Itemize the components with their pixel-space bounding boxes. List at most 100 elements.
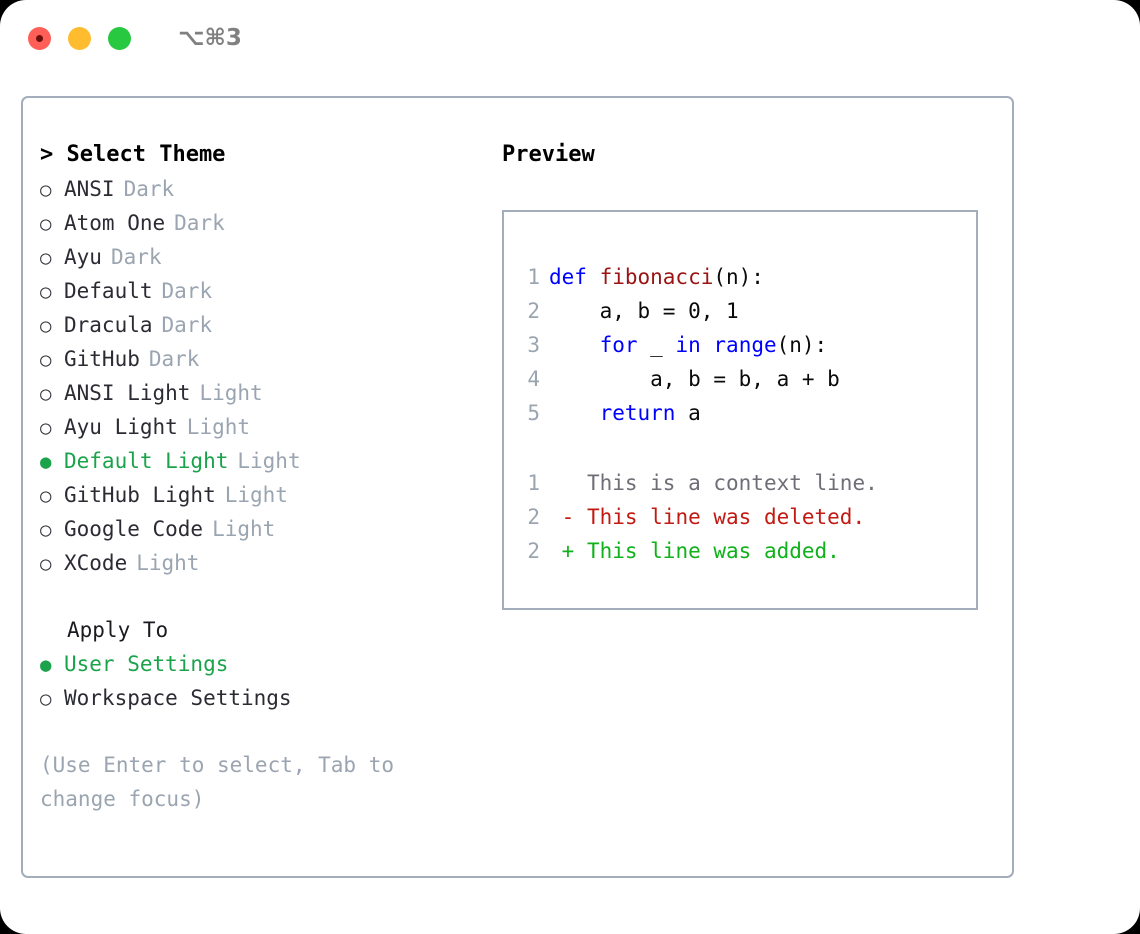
- code-token: _: [637, 333, 676, 357]
- theme-option-tag: Dark: [123, 177, 175, 201]
- radio-unselected-icon[interactable]: ○: [40, 349, 52, 371]
- code-line-number: 3: [527, 333, 540, 357]
- code-line-number: 5: [527, 401, 540, 425]
- theme-option-name: Dracula: [64, 313, 153, 337]
- radio-selected-icon[interactable]: ●: [40, 451, 52, 473]
- code-token: (n):: [776, 333, 828, 357]
- theme-option-row[interactable]: ○ ANSI Dark: [40, 172, 510, 206]
- diff-line-number: 2: [527, 505, 540, 529]
- radio-unselected-icon[interactable]: ○: [40, 417, 52, 439]
- code-line: 4 a, b = b, a + b: [518, 362, 840, 396]
- theme-option-row[interactable]: ● Default Light Light: [40, 444, 510, 478]
- theme-option-tag: Dark: [174, 211, 225, 235]
- diff-marker: +: [549, 539, 587, 563]
- code-token: a, b = 0, 1: [549, 299, 739, 323]
- apply-to-heading: Apply To: [67, 618, 169, 642]
- diff-line: 2 + This line was added.: [518, 534, 878, 568]
- theme-option-row[interactable]: ○ Atom One Dark: [40, 206, 510, 240]
- theme-option-name: ANSI: [64, 177, 115, 201]
- zoom-button-icon[interactable]: [108, 26, 131, 50]
- theme-option-row[interactable]: ○ XCode Light: [40, 546, 510, 580]
- title-bar: ⌥⌘3: [0, 0, 1140, 76]
- close-button-icon[interactable]: [28, 26, 51, 50]
- code-token: [549, 401, 600, 425]
- keyboard-shortcut-label: ⌥⌘3: [178, 25, 242, 51]
- radio-unselected-icon[interactable]: ○: [40, 247, 52, 269]
- theme-option-name: Default Light: [64, 449, 229, 473]
- theme-option-name: GitHub Light: [64, 483, 216, 507]
- code-line: 5 return a: [518, 396, 840, 430]
- code-token: def: [549, 265, 600, 289]
- radio-unselected-icon[interactable]: ○: [40, 179, 52, 201]
- code-token: return: [599, 401, 676, 425]
- apply-to-list[interactable]: ● User Settings ○Workspace Settings: [40, 647, 510, 715]
- minimize-button-icon[interactable]: [68, 26, 91, 50]
- theme-option-name: XCode: [64, 551, 128, 575]
- theme-option-row[interactable]: ○ Default Dark: [40, 274, 510, 308]
- radio-selected-icon[interactable]: ●: [40, 654, 52, 676]
- code-line-number: 4: [527, 367, 540, 391]
- theme-option-name: Atom One: [64, 211, 166, 235]
- diff-line-number: 1: [527, 471, 540, 495]
- code-token: a, b = b, a + b: [549, 367, 840, 391]
- radio-unselected-icon[interactable]: ○: [40, 519, 52, 541]
- radio-unselected-icon[interactable]: ○: [40, 213, 52, 235]
- theme-option-name: Google Code: [64, 517, 204, 541]
- diff-marker: [549, 471, 587, 495]
- code-token: (n):: [713, 265, 764, 289]
- apply-to-option-row[interactable]: ○Workspace Settings: [40, 681, 510, 715]
- code-line: 2 a, b = 0, 1: [518, 294, 840, 328]
- diff-text: This line was added.: [586, 539, 840, 563]
- radio-unselected-icon[interactable]: ○: [40, 688, 52, 710]
- theme-option-tag: Dark: [148, 347, 200, 371]
- code-token: for: [599, 333, 638, 357]
- code-line-number: 1: [527, 265, 540, 289]
- theme-option-name: ANSI Light: [64, 381, 191, 405]
- code-token: in: [675, 333, 701, 357]
- theme-option-row[interactable]: ○ GitHub Dark: [40, 342, 510, 376]
- theme-option-row[interactable]: ○ Google Code Light: [40, 512, 510, 546]
- radio-unselected-icon[interactable]: ○: [40, 485, 52, 507]
- code-line-number: 2: [527, 299, 540, 323]
- radio-unselected-icon[interactable]: ○: [40, 281, 52, 303]
- theme-option-name: GitHub: [64, 347, 140, 371]
- radio-unselected-icon[interactable]: ○: [40, 383, 52, 405]
- theme-option-tag: Light: [199, 381, 263, 405]
- diff-sample: 1 This is a context line.2 - This line w…: [518, 466, 878, 568]
- diff-marker: -: [549, 505, 587, 529]
- theme-option-tag: Light: [136, 551, 200, 575]
- keyboard-hint-text: (Use Enter to select, Tab to change focu…: [40, 753, 395, 811]
- diff-text: This is a context line.: [586, 471, 878, 495]
- theme-option-name: Default: [64, 279, 153, 303]
- radio-unselected-icon[interactable]: ○: [40, 553, 52, 575]
- code-token: fibonacci: [599, 265, 714, 289]
- diff-line: 2 - This line was deleted.: [518, 500, 878, 534]
- theme-option-tag: Light: [212, 517, 276, 541]
- select-theme-heading: > Select Theme: [40, 142, 226, 167]
- theme-option-tag: Dark: [110, 245, 162, 269]
- theme-option-row[interactable]: ○ Ayu Light Light: [40, 410, 510, 444]
- code-token: [549, 333, 600, 357]
- radio-unselected-icon[interactable]: ○: [40, 315, 52, 337]
- apply-to-option-row[interactable]: ● User Settings: [40, 647, 510, 681]
- diff-text: This line was deleted.: [586, 505, 866, 529]
- theme-option-row[interactable]: ○ ANSI Light Light: [40, 376, 510, 410]
- apply-to-option-name: User Settings: [64, 652, 229, 676]
- theme-option-tag: Light: [237, 449, 301, 473]
- code-token: range: [713, 333, 777, 357]
- window-controls: [28, 26, 131, 50]
- theme-option-tag: Light: [186, 415, 251, 439]
- diff-line: 1 This is a context line.: [518, 466, 878, 500]
- theme-option-name: Ayu Light: [64, 415, 178, 439]
- code-line: 1 def fibonacci(n):: [518, 260, 840, 294]
- theme-option-tag: Dark: [161, 279, 213, 303]
- diff-line-number: 2: [527, 539, 540, 563]
